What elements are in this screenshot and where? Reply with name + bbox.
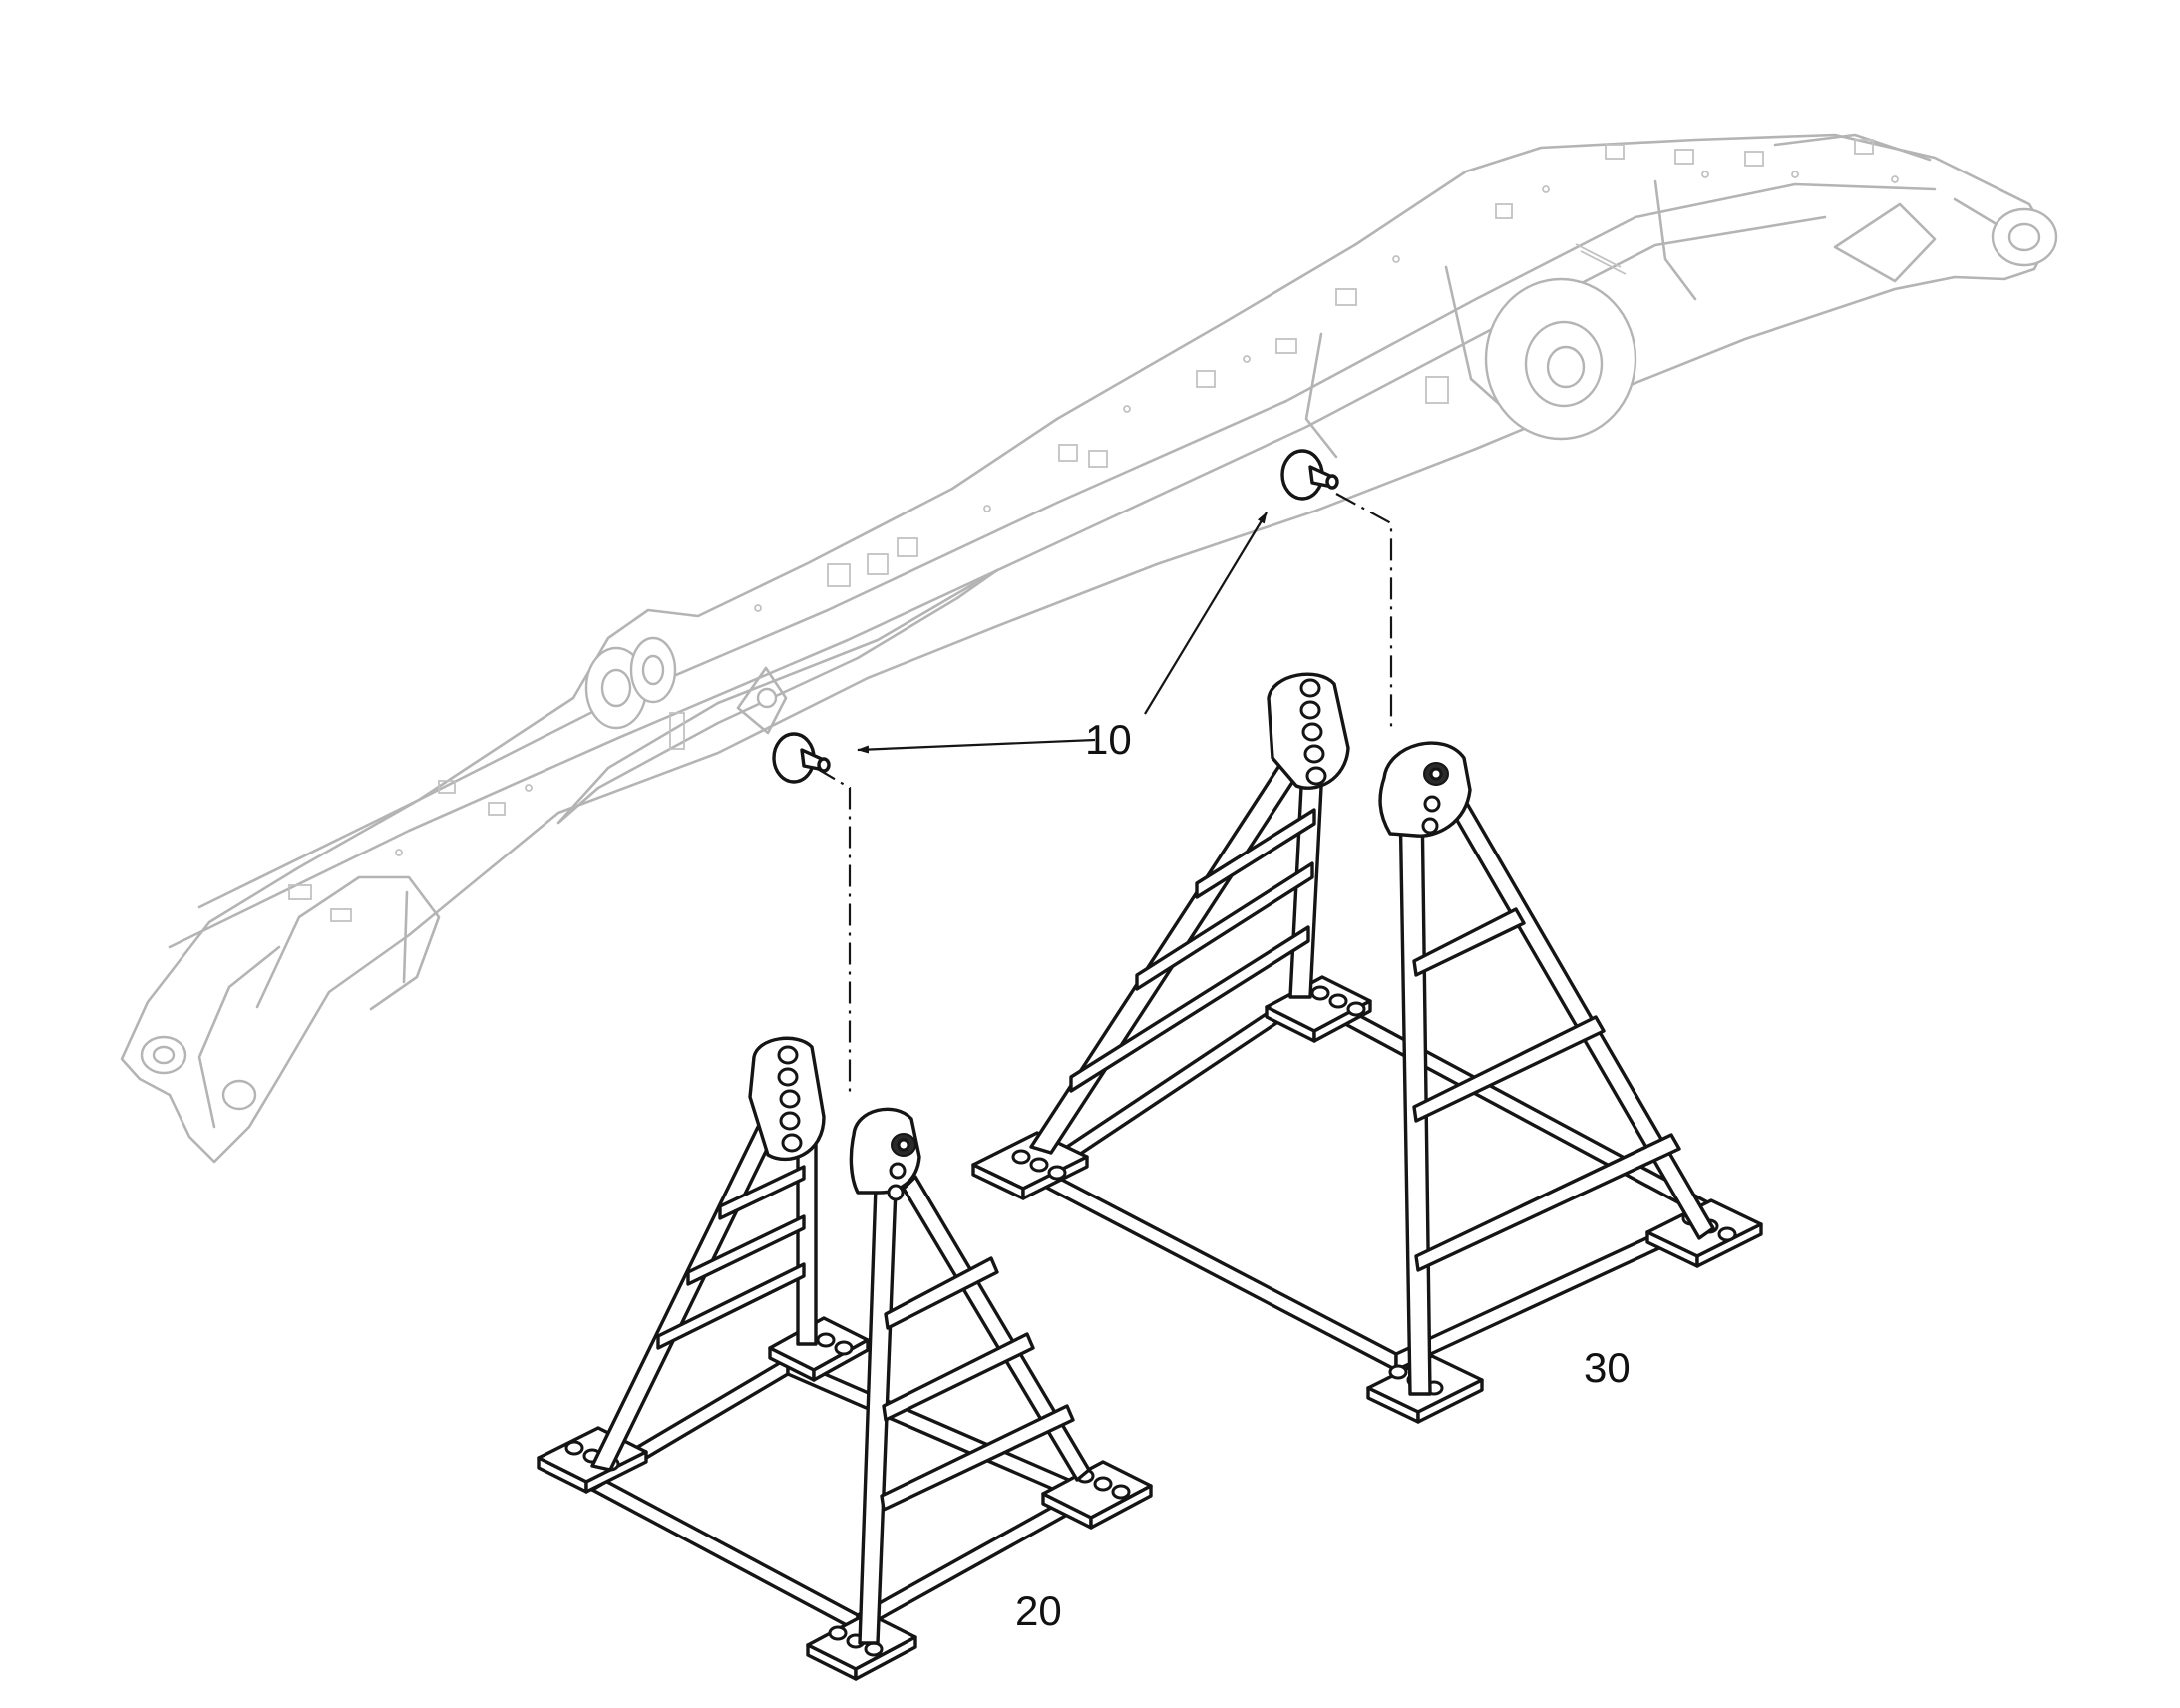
boom-arm (120, 133, 2058, 1164)
short-stand-back-head (748, 1036, 826, 1162)
short-stand-front-head (849, 1107, 921, 1201)
callout-10-leader-right (1144, 512, 1268, 715)
centerline-left (815, 767, 852, 1097)
pin-plate-right (1280, 449, 1339, 501)
callout-10-group: 10 (857, 512, 1268, 763)
pin-plate-left (772, 732, 831, 784)
short-stand-base (590, 1356, 1089, 1633)
centerline-right (1335, 493, 1393, 733)
short-stand-front-frame (858, 1175, 1091, 1645)
tall-stand-back-frame (1029, 756, 1324, 1155)
tall-stand-back-head (1267, 672, 1350, 790)
boom-outline (120, 133, 2051, 1164)
assembly-centerlines (815, 493, 1393, 1097)
callout-20-label: 20 (1015, 1587, 1062, 1634)
callout-30-label: 30 (1584, 1344, 1631, 1391)
short-stand-back-frame (590, 1125, 818, 1472)
callout-10-leader-left (857, 738, 1096, 754)
callout-10-label: 10 (1085, 716, 1132, 763)
short-stand (537, 1036, 1153, 1681)
tall-stand-front-head (1378, 741, 1472, 838)
tall-stand-front-frame (1398, 786, 1715, 1396)
tall-stand (971, 672, 1763, 1424)
